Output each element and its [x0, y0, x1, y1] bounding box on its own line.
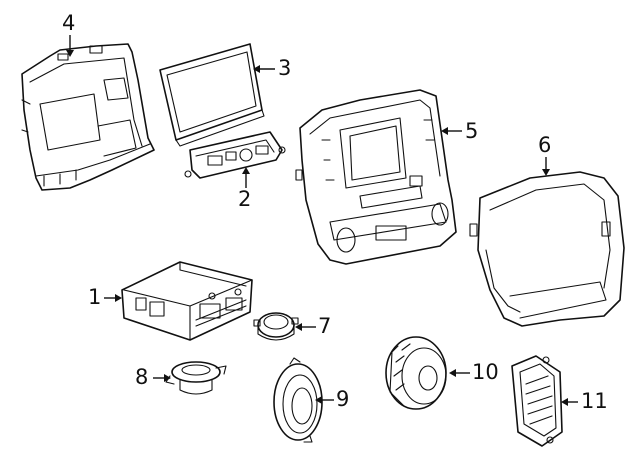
callout-10: 10	[472, 360, 499, 384]
callout-8: 8	[135, 365, 149, 389]
part-9-speaker	[273, 357, 323, 443]
callout-6: 6	[538, 133, 552, 157]
leader-lines	[66, 35, 578, 406]
callout-5: 5	[465, 119, 479, 143]
part-2-switch	[184, 131, 286, 179]
part-8-tweeter	[165, 361, 227, 395]
callout-9: 9	[336, 387, 350, 411]
part-4-bracket	[21, 43, 155, 191]
callout-7: 7	[318, 314, 332, 338]
part-11-amplifier	[511, 355, 563, 447]
callout-2: 2	[238, 187, 252, 211]
part-1-radio	[121, 261, 253, 341]
callout-4: 4	[62, 11, 76, 35]
part-7-speaker	[253, 312, 299, 341]
part-10-woofer	[385, 336, 447, 410]
callout-1: 1	[88, 285, 102, 309]
callout-3: 3	[278, 56, 292, 80]
part-5-bezel	[295, 89, 457, 265]
callout-11: 11	[581, 389, 608, 413]
part-3-display	[159, 43, 265, 147]
part-6-trim	[469, 171, 625, 327]
